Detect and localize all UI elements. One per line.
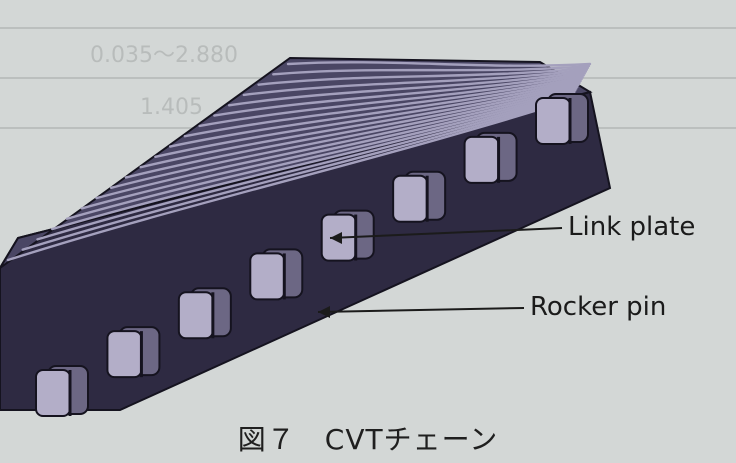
rocker-pin <box>249 248 304 301</box>
rocker-pin-leader <box>317 307 525 313</box>
rocker-pins <box>35 93 589 417</box>
link-strand <box>272 64 591 76</box>
link-strand <box>139 81 581 169</box>
link-strand <box>95 87 578 200</box>
background-table-cell: 1.405 <box>140 95 203 120</box>
link-strand <box>51 93 575 231</box>
background-table-cell: 0.035～2.880 <box>90 43 238 68</box>
callout-leaders <box>317 227 563 318</box>
link-plate-arrowhead <box>330 232 342 244</box>
link-strand <box>6 98 572 262</box>
rocker-pin <box>35 365 89 417</box>
link-strand <box>257 66 590 86</box>
figure-caption: 図７ CVTチェーン <box>237 423 499 456</box>
link-strand <box>286 61 592 67</box>
link-strand <box>183 76 584 138</box>
link-strand <box>227 70 587 107</box>
link-strand <box>154 79 582 159</box>
link-plate-label: Link plate <box>568 212 696 242</box>
link-strand <box>242 68 589 97</box>
link-plate-leader <box>329 227 563 239</box>
link-strand <box>109 85 579 189</box>
rocker-pin-arrowhead <box>318 306 330 318</box>
link-strand <box>36 95 574 241</box>
link-strand <box>168 77 583 148</box>
rocker-pin <box>535 93 589 145</box>
rocker-pin <box>392 170 447 223</box>
rocker-pin <box>106 326 161 379</box>
link-strand <box>124 83 580 179</box>
rocker-pin <box>177 287 232 340</box>
link-strand <box>21 96 573 251</box>
rocker-pin-label: Rocker pin <box>530 292 667 322</box>
chain-link-strands <box>6 61 592 262</box>
link-strand <box>80 89 577 210</box>
rocker-pin <box>463 131 518 184</box>
link-strand <box>213 72 586 117</box>
link-strand <box>198 74 585 128</box>
link-strand <box>65 91 576 220</box>
